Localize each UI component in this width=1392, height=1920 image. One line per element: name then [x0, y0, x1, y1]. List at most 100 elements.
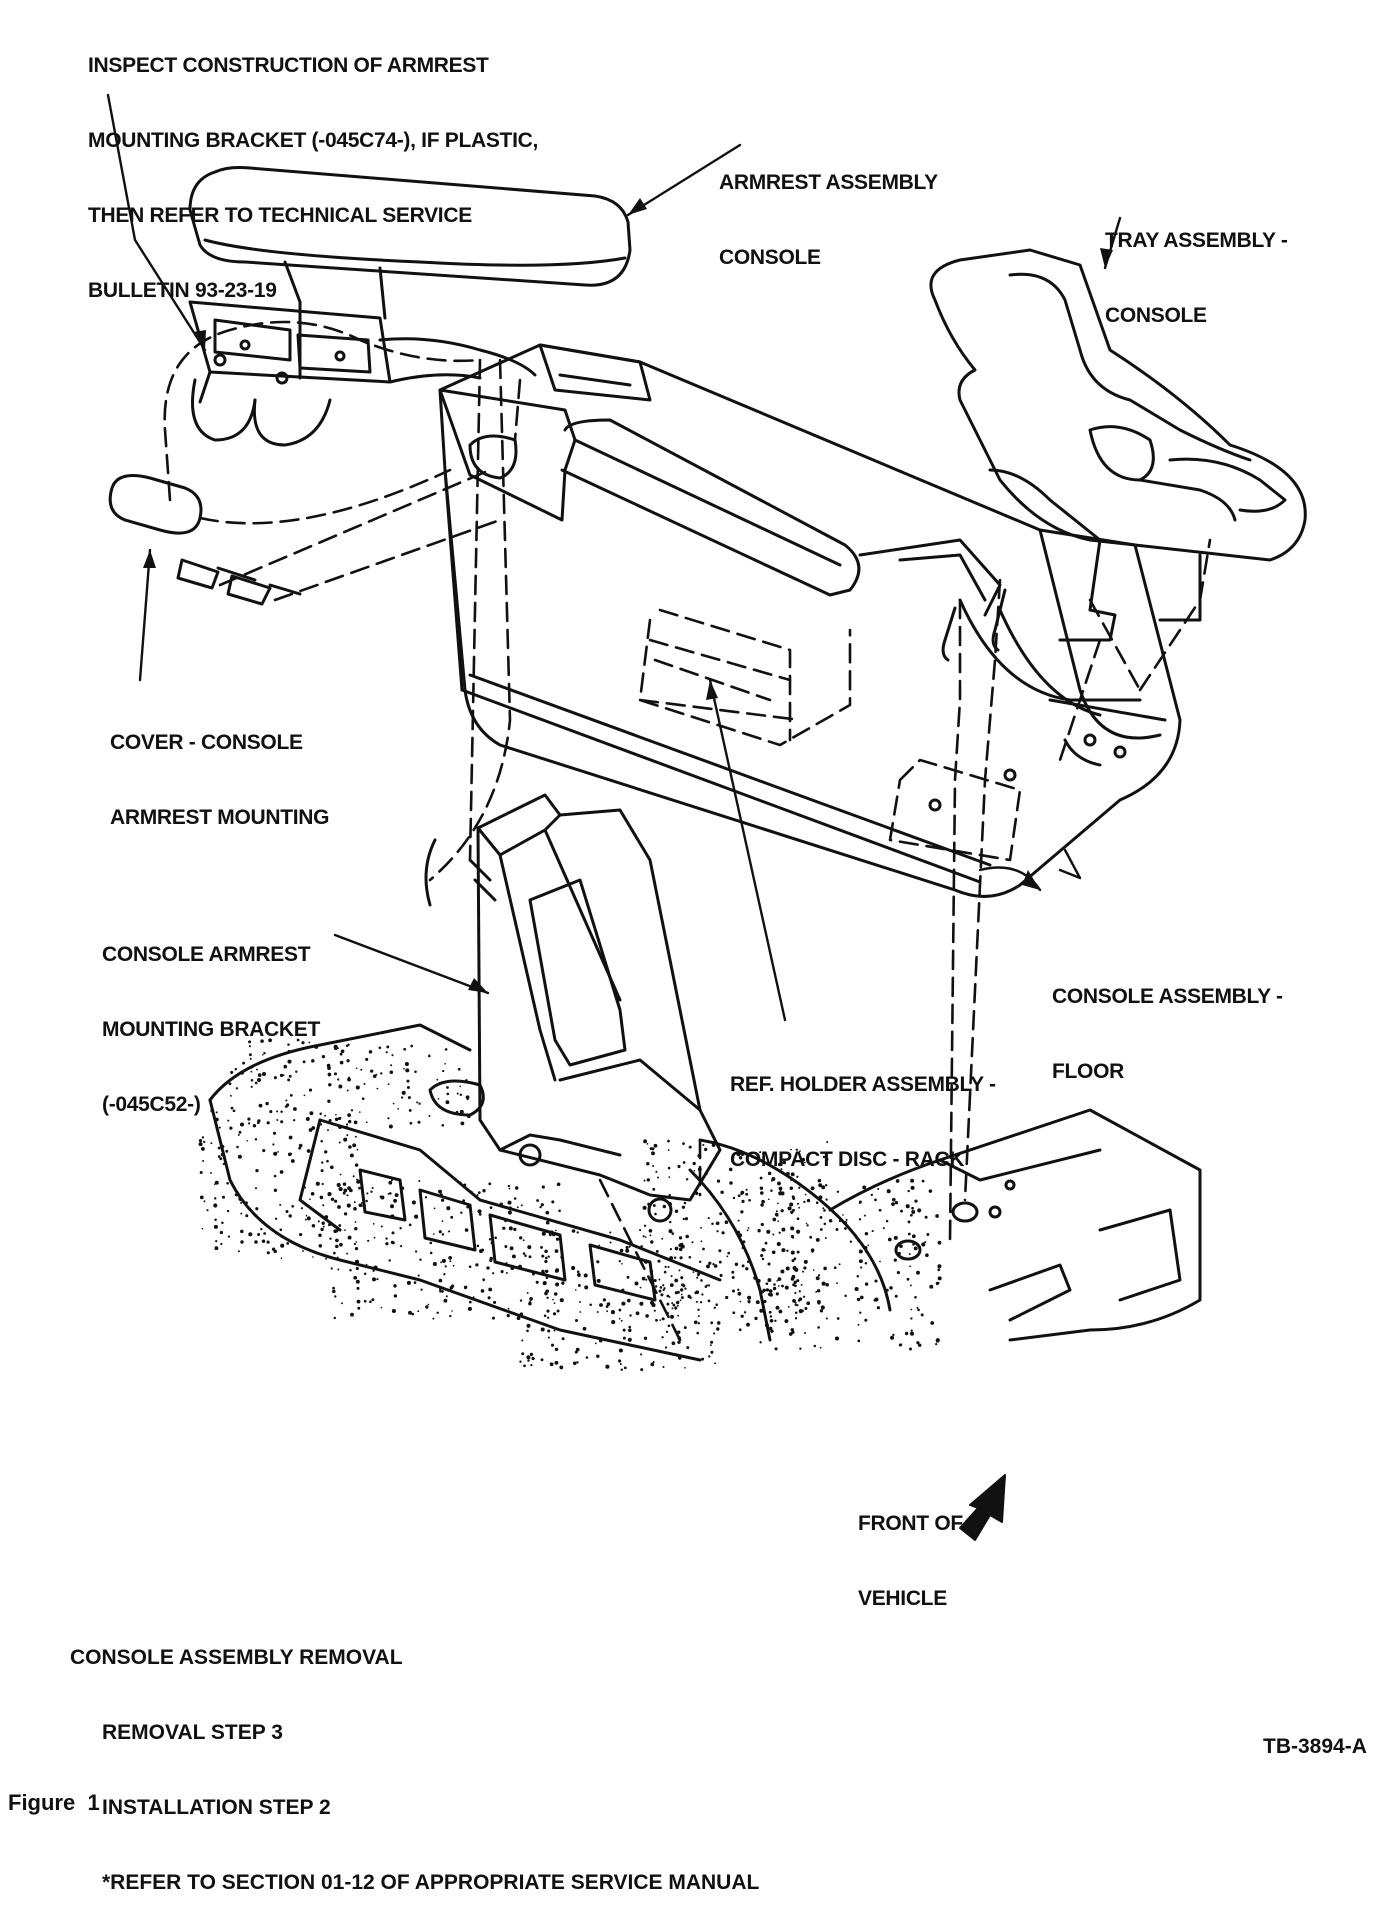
- stipple-dot: [234, 1193, 238, 1197]
- stipple-dot: [818, 1195, 823, 1200]
- stipple-dot: [358, 1186, 361, 1190]
- stipple-dot: [361, 1201, 363, 1204]
- stipple-dot: [662, 1365, 665, 1369]
- stipple-dot: [298, 1146, 301, 1150]
- stipple-dot: [324, 1114, 327, 1117]
- stipple-dot: [354, 1246, 359, 1251]
- stipple-dot: [356, 1178, 358, 1181]
- stipple-dot: [490, 1240, 495, 1245]
- stipple-dot: [260, 1039, 264, 1043]
- stipple-dot: [701, 1293, 704, 1296]
- stipple-dot: [732, 1311, 736, 1315]
- stipple-dot: [683, 1201, 687, 1205]
- stipple-dot: [407, 1096, 411, 1100]
- stipple-dot: [937, 1264, 942, 1269]
- stipple-dot: [486, 1266, 490, 1270]
- stipple-dot: [344, 1229, 346, 1231]
- stipple-dot: [813, 1344, 817, 1348]
- stipple-dot: [339, 1173, 342, 1176]
- stipple-dot: [734, 1262, 739, 1267]
- stipple-dot: [528, 1302, 532, 1306]
- stipple-dot: [236, 1145, 239, 1149]
- stipple-dot: [912, 1243, 915, 1246]
- stipple-dot: [393, 1294, 398, 1298]
- stipple-dot: [319, 1123, 323, 1126]
- stipple-dot: [864, 1231, 869, 1236]
- stipple-dot: [309, 1198, 311, 1201]
- stipple-dot: [700, 1279, 703, 1282]
- stipple-dot: [283, 1065, 287, 1069]
- stipple-dot: [776, 1280, 779, 1282]
- stipple-dot: [787, 1206, 792, 1211]
- stipple-dot: [248, 1232, 253, 1237]
- stipple-dot: [240, 1240, 244, 1244]
- stipple-dot: [258, 1103, 263, 1108]
- stipple-dot: [756, 1278, 761, 1283]
- stipple-dot: [790, 1226, 795, 1231]
- stipple-dot: [662, 1284, 665, 1287]
- stipple-dot: [648, 1228, 653, 1233]
- stipple-dot: [745, 1188, 748, 1191]
- stipple-dot: [527, 1245, 532, 1250]
- callout-line: (-045C52-): [102, 1093, 201, 1116]
- stipple-dot: [250, 1079, 254, 1082]
- stipple-dot: [619, 1363, 622, 1365]
- stipple-dot: [806, 1301, 811, 1306]
- stipple-dot: [335, 1244, 339, 1249]
- stipple-dot: [352, 1175, 355, 1178]
- caption-block: CONSOLE ASSEMBLY REMOVAL REMOVAL STEP 3 …: [70, 1595, 759, 1920]
- stipple-dot: [740, 1210, 744, 1214]
- stipple-dot: [361, 1097, 365, 1101]
- stipple-dot: [322, 1225, 325, 1228]
- stipple-dot: [358, 1111, 361, 1113]
- stipple-dot: [643, 1179, 646, 1182]
- stipple-dot: [222, 1195, 225, 1199]
- stipple-dot: [413, 1281, 417, 1284]
- stipple-dot: [656, 1176, 660, 1179]
- stipple-dot: [677, 1164, 681, 1169]
- stipple-dot: [843, 1227, 847, 1230]
- callout-line: CONSOLE ARMREST: [102, 943, 311, 966]
- stipple-dot: [777, 1202, 779, 1205]
- stipple-dot: [520, 1204, 523, 1207]
- stipple-dot: [314, 1044, 319, 1049]
- stipple-dot: [273, 1188, 278, 1192]
- stipple-dot: [406, 1086, 410, 1089]
- stipple-dot: [257, 1233, 261, 1236]
- stipple-dot: [803, 1259, 808, 1264]
- stipple-dot: [555, 1268, 560, 1273]
- stipple-dot: [845, 1218, 848, 1221]
- stipple-dot: [763, 1299, 767, 1304]
- stipple-dot: [516, 1206, 519, 1209]
- stipple-dot: [681, 1205, 686, 1209]
- stipple-dot: [338, 1224, 342, 1227]
- stipple-dot: [418, 1179, 421, 1183]
- stipple-dot: [254, 1138, 258, 1141]
- stipple-dot: [643, 1224, 647, 1227]
- stipple-dot: [914, 1199, 918, 1203]
- stipple-dot: [554, 1360, 559, 1365]
- stipple-dot: [680, 1293, 683, 1296]
- stipple-dot: [887, 1237, 892, 1242]
- stipple-dot: [621, 1301, 626, 1306]
- stipple-dot: [488, 1182, 492, 1186]
- stipple-dot: [354, 1163, 359, 1167]
- stipple-dot: [910, 1213, 913, 1217]
- stipple-dot: [767, 1262, 771, 1266]
- stipple-dot: [864, 1261, 868, 1265]
- stipple-dot: [547, 1255, 550, 1258]
- stipple-dot: [635, 1311, 640, 1316]
- stipple-dot: [652, 1361, 655, 1363]
- stipple-dot: [522, 1252, 526, 1255]
- stipple-dot: [214, 1218, 217, 1221]
- stipple-dot: [921, 1179, 925, 1183]
- stipple-dot: [917, 1208, 922, 1213]
- stipple-dot: [202, 1160, 205, 1162]
- stipple-dot: [663, 1287, 666, 1290]
- stipple-dot: [645, 1278, 648, 1281]
- stipple-dot: [346, 1134, 349, 1137]
- stipple-dot: [661, 1237, 664, 1240]
- stipple-dot: [312, 1256, 314, 1258]
- stipple-dot: [252, 1124, 257, 1128]
- stipple-dot: [307, 1248, 310, 1251]
